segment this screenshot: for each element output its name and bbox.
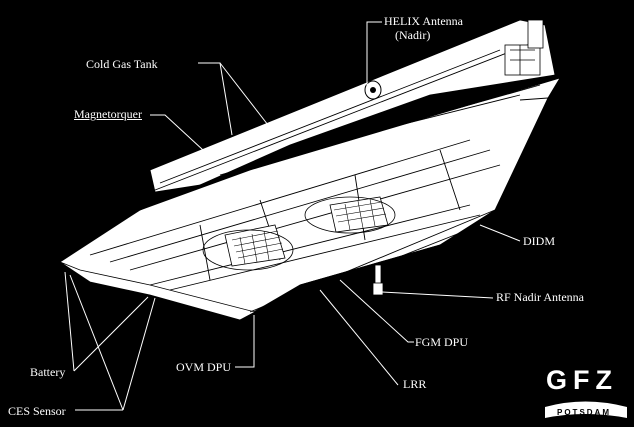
gfz-logo-subtext: POTSDAM bbox=[557, 408, 611, 417]
rf-antenna-post bbox=[372, 264, 384, 296]
satellite-body bbox=[59, 19, 561, 321]
label-rf-nadir-antenna: RF Nadir Antenna bbox=[496, 290, 584, 304]
label-helix-antenna: HELIX Antenna bbox=[384, 14, 463, 28]
label-battery: Battery bbox=[30, 365, 66, 379]
label-magnetorquer: Magnetorquer bbox=[74, 107, 142, 121]
label-cold-gas-tank: Cold Gas Tank bbox=[86, 57, 158, 71]
leader-lines bbox=[64, 21, 521, 411]
helix-antenna-shape bbox=[364, 80, 382, 100]
label-ovm-dpu: OVM DPU bbox=[176, 360, 232, 374]
label-lrr: LRR bbox=[403, 377, 427, 391]
label-fgm-dpu: FGM DPU bbox=[415, 335, 469, 349]
gfz-logo-mark bbox=[545, 401, 627, 418]
rear-equipment bbox=[504, 19, 544, 76]
gfz-logo-text: GFZ bbox=[546, 365, 618, 395]
label-helix-nadir: (Nadir) bbox=[395, 28, 431, 42]
label-didm: DIDM bbox=[523, 234, 555, 248]
sensor-grids bbox=[202, 196, 396, 271]
label-ces-sensor: CES Sensor bbox=[8, 404, 66, 418]
